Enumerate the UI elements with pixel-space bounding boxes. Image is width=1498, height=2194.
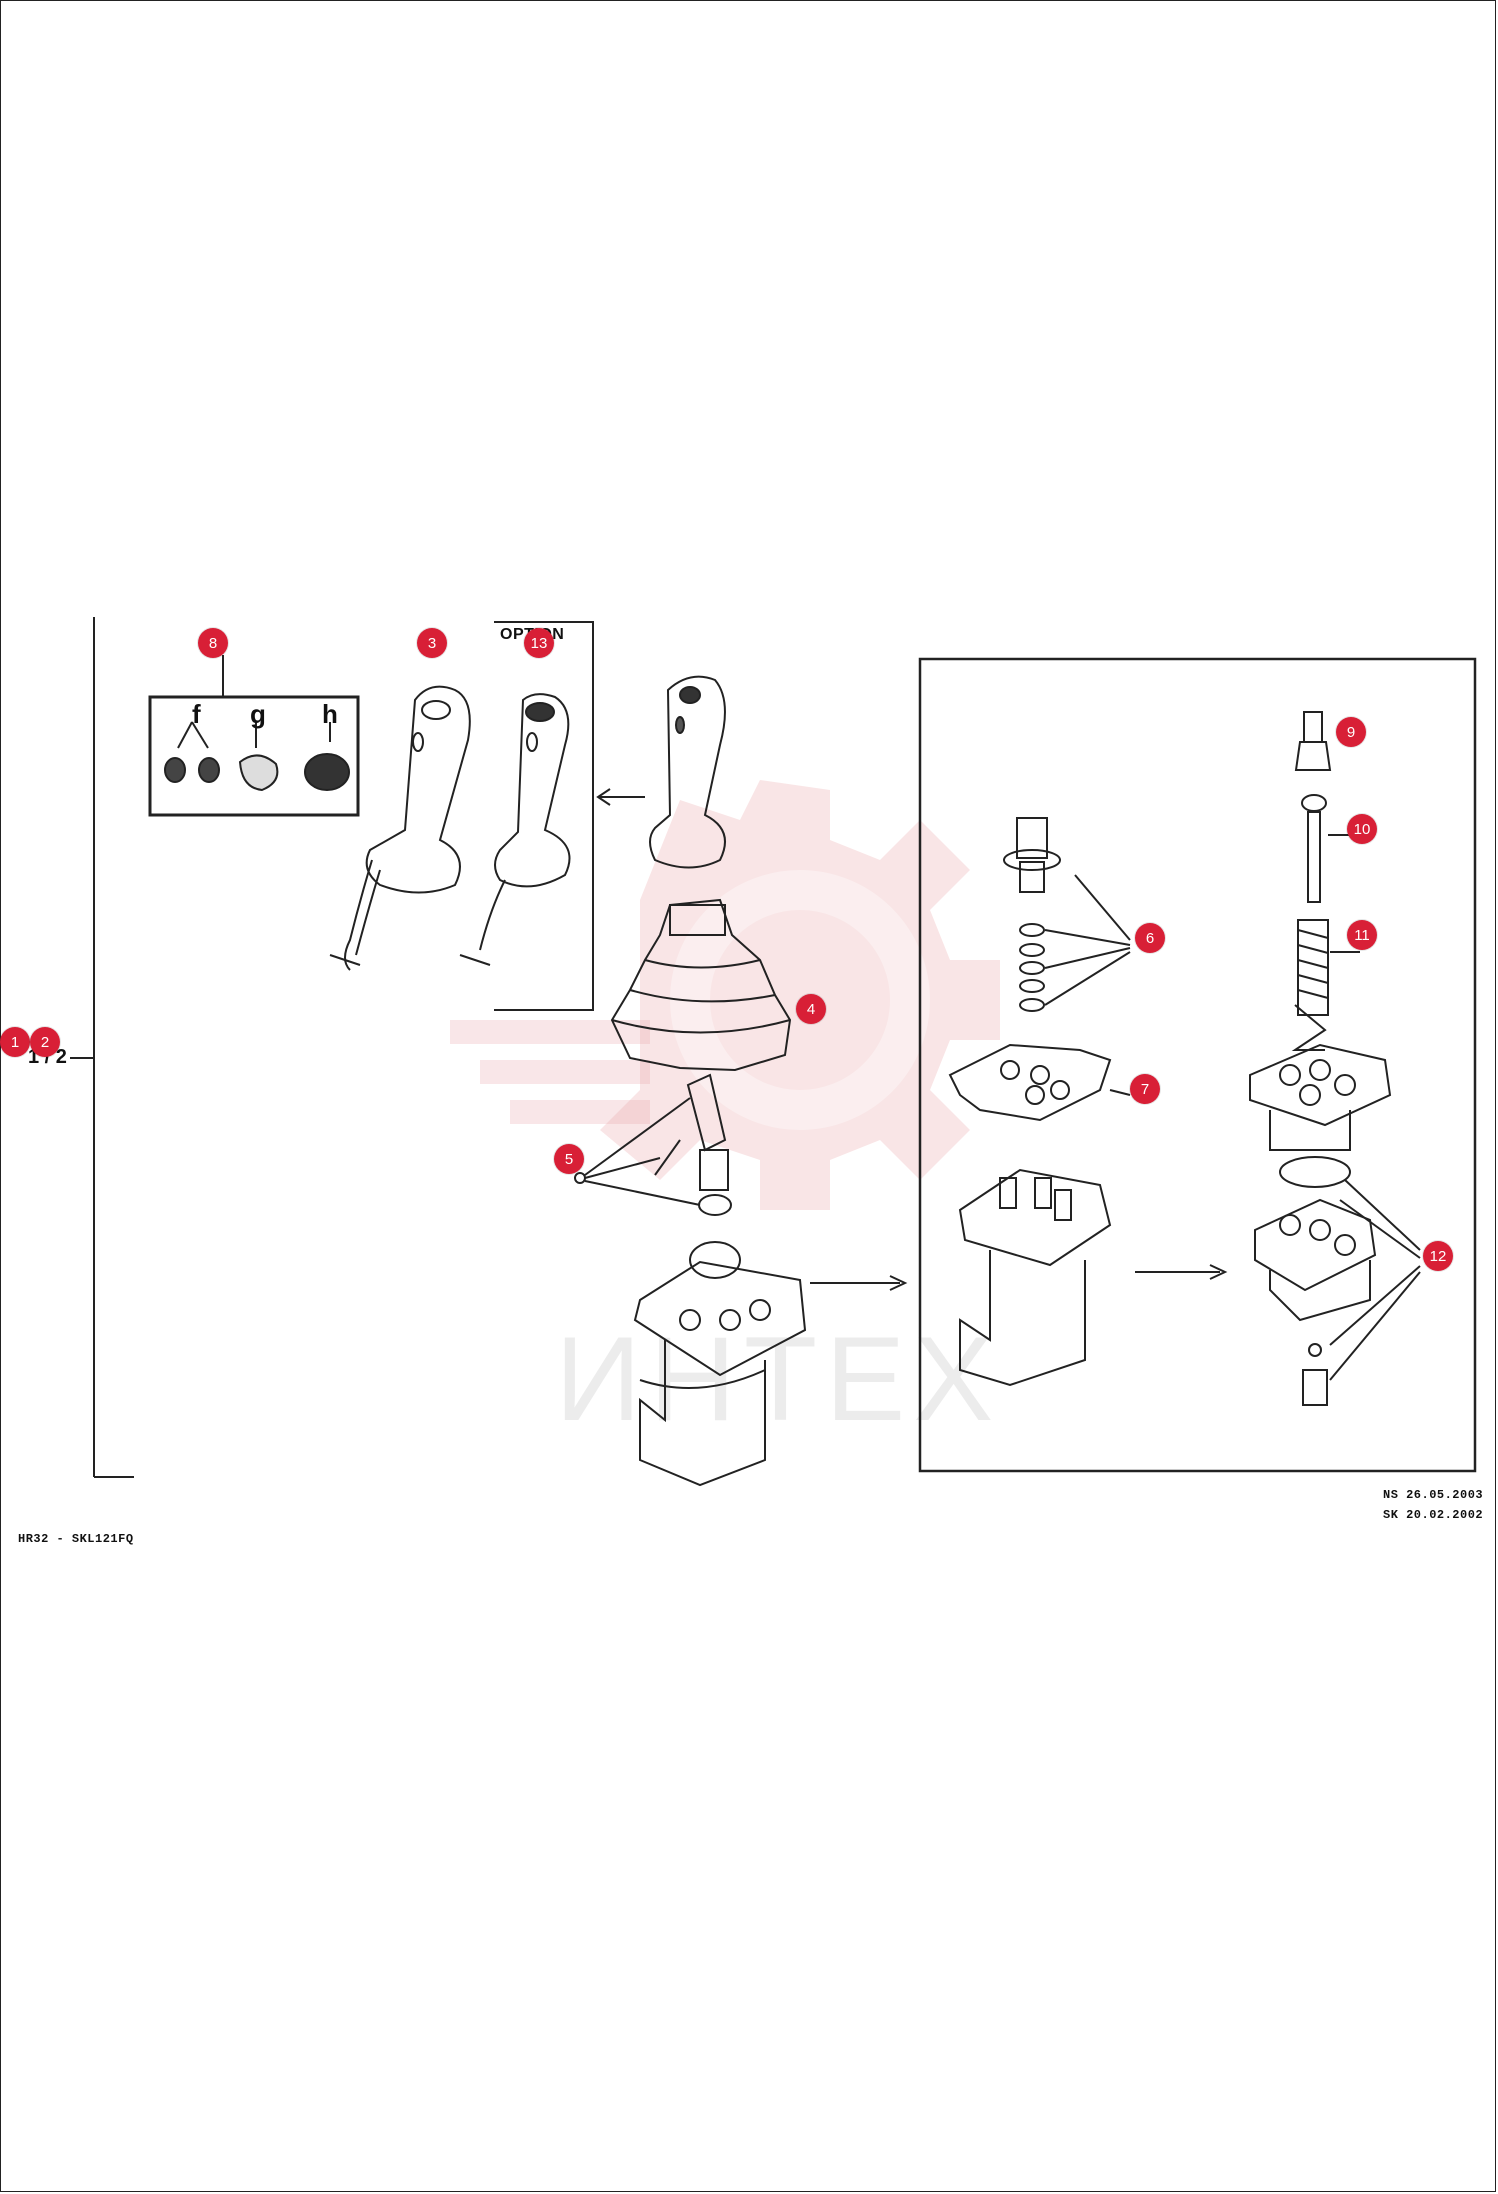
seal-stack-drawing [1003, 817, 1131, 1012]
subgroup-letters: f g h [192, 699, 338, 729]
callout-3[interactable]: 3 [417, 628, 447, 658]
valve-housing-drawing [958, 1168, 1228, 1387]
valve-body-right-drawing [1249, 1043, 1421, 1406]
button-kit-box [148, 655, 360, 817]
option-handle-drawing [459, 621, 645, 1011]
plate-drawing [948, 1043, 1131, 1122]
revision-line-1: NS 26.05.2003 [1383, 1488, 1484, 1502]
callout-8[interactable]: 8 [198, 628, 228, 658]
standard-handle-drawing [649, 675, 726, 869]
subgroup-letter-g: g [250, 699, 266, 729]
callout-12[interactable]: 12 [1423, 1241, 1453, 1271]
subgroup-letter-h: h [322, 699, 338, 729]
callout-11[interactable]: 11 [1347, 920, 1377, 950]
detail-box [918, 657, 1477, 1473]
callout-5[interactable]: 5 [554, 1144, 584, 1174]
rubber-boot-drawing [610, 898, 792, 1072]
callout-2[interactable]: 2 [30, 1027, 60, 1057]
group-bracket [70, 617, 134, 1478]
callout-6[interactable]: 6 [1135, 923, 1165, 953]
callout-10[interactable]: 10 [1347, 814, 1377, 844]
revision-line-2: SK 20.02.2002 [1383, 1508, 1484, 1522]
pilot-valve-body-drawing [633, 1241, 908, 1487]
joystick-handle-drawing [329, 685, 471, 971]
callout-9[interactable]: 9 [1336, 717, 1366, 747]
lever-parts-drawing [574, 1073, 732, 1216]
subgroup-letter-f: f [192, 699, 201, 729]
callout-4[interactable]: 4 [796, 994, 826, 1024]
callout-1[interactable]: 1 [0, 1027, 30, 1057]
doc-code: HR32 - SKL121FQ [18, 1532, 134, 1546]
callout-13[interactable]: 13 [524, 628, 554, 658]
callout-7[interactable]: 7 [1130, 1074, 1160, 1104]
plunger-assembly-drawing [1291, 711, 1360, 1051]
